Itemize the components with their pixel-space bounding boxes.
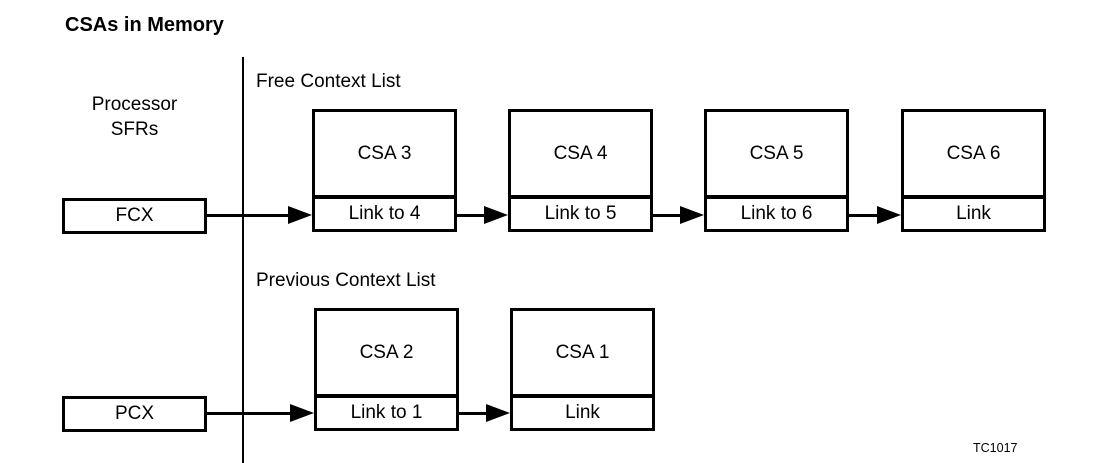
arrow-line: [455, 214, 487, 217]
csa1-node: CSA 1 Link: [510, 308, 655, 431]
arrow-line: [207, 412, 292, 415]
free-context-list-label: Free Context List: [256, 71, 401, 92]
arrow-line: [457, 412, 489, 415]
csa6-node: CSA 6 Link: [901, 109, 1046, 232]
csa3-name: CSA 3: [357, 142, 412, 164]
fcx-register-label: FCX: [115, 205, 154, 226]
memory-boundary-line: [242, 57, 244, 463]
csa5-node: CSA 5 Link to 6: [704, 109, 849, 232]
arrowhead-icon: [290, 404, 314, 422]
fcx-register-box: FCX: [62, 198, 207, 234]
csa2-name: CSA 2: [359, 341, 414, 363]
csa3-node: CSA 3 Link to 4: [312, 109, 457, 232]
arrow-line: [205, 214, 290, 217]
processor-sfrs-label: Processor SFRs: [62, 92, 207, 142]
pcx-register-label: PCX: [114, 403, 155, 424]
csa1-name: CSA 1: [555, 341, 610, 363]
arrow-line: [847, 214, 879, 217]
previous-context-list-label: Previous Context List: [256, 270, 436, 291]
csa3-link-field: Link to 4: [315, 195, 454, 229]
arrowhead-icon: [484, 206, 508, 224]
csa1-link-field: Link: [513, 394, 652, 428]
arrowhead-icon: [486, 404, 510, 422]
arrow-line: [651, 214, 683, 217]
arrowhead-icon: [877, 206, 901, 224]
csa4-node: CSA 4 Link to 5: [508, 109, 653, 232]
csa6-name: CSA 6: [946, 142, 1001, 164]
processor-sfrs-label-line1: Processor: [91, 94, 178, 115]
csa5-name: CSA 5: [749, 142, 804, 164]
csa6-link-field: Link: [904, 195, 1043, 229]
csa4-link-field: Link to 5: [511, 195, 650, 229]
figure-id: TC1017: [973, 441, 1018, 455]
csa2-node: CSA 2 Link to 1: [314, 308, 459, 431]
arrowhead-icon: [288, 206, 312, 224]
csa2-link-field: Link to 1: [317, 394, 456, 428]
diagram-title: CSAs in Memory: [65, 14, 224, 36]
csa4-name: CSA 4: [553, 142, 608, 164]
pcx-register-box: PCX: [62, 396, 207, 432]
arrowhead-icon: [680, 206, 704, 224]
csa5-link-field: Link to 6: [707, 195, 846, 229]
processor-sfrs-label-line2: SFRs: [110, 119, 159, 140]
